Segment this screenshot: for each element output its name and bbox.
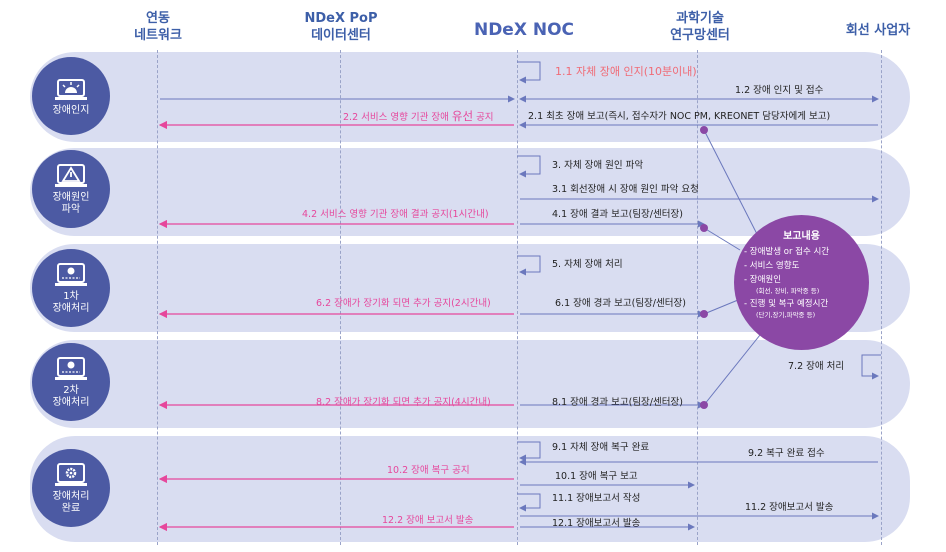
step-5: 5. 자체 장애 처리 [552, 259, 623, 270]
lifeline-line-provider [881, 50, 882, 545]
lifeline-linked-network [157, 50, 158, 545]
header-line-provider: 회선 사업자 [845, 23, 911, 38]
warning-icon [55, 163, 87, 187]
header-kisti: 과학기술 연구망센터 [670, 11, 730, 43]
step-2-2: 2.2 서비스 영향 기관 장애 유선 공지 [343, 110, 494, 124]
step-2-2-post: 공지 [473, 112, 494, 123]
report-item-eta: - 진행 및 복구 예정시간 [744, 299, 829, 309]
step-2-1: 2.1 최초 장애 보고(즉시, 접수자가 NOC PM, KREONET 담당… [528, 111, 831, 122]
phase-band-5 [30, 436, 910, 542]
step-8-1: 8.1 장애 경과 보고(팀장/센터장) [552, 397, 683, 408]
step-2-2-emphasis: 유선 [451, 109, 474, 123]
step-1-1: 1.1 자체 장애 인지(10분이내) [555, 65, 697, 78]
step-7-2: 7.2 장애 처리 [788, 361, 845, 372]
header-ndex-noc: NDeX NOC [473, 20, 575, 40]
phase-label-3: 1차 장애처리 [52, 290, 90, 314]
phase-icon-cause: 장애원인 파악 [32, 150, 110, 228]
step-12-1: 12.1 장애보고서 발송 [552, 518, 641, 529]
phase-label-4: 2차 장애처리 [52, 384, 90, 408]
step-3-1: 3.1 회선장애 시 장애 원인 파악 요청 [552, 184, 699, 195]
step-6-1: 6.1 장애 경과 보고(팀장/센터장) [555, 298, 686, 309]
step-6-2: 6.2 장애가 장기화 되면 추가 공지(2시간내) [316, 298, 491, 309]
step-10-2: 10.2 장애 복구 공지 [387, 465, 470, 476]
report-item-cause: - 장애원인 [744, 275, 782, 285]
header-ndex-pop: NDeX PoP 데이터센터 [304, 11, 378, 43]
step-2-2-pre: 2.2 서비스 영향 기관 장애 [343, 112, 452, 123]
step-10-1: 10.1 장애 복구 보고 [555, 471, 638, 482]
laptop-icon [55, 262, 87, 286]
lifeline-ndex-noc [517, 50, 518, 545]
step-9-2: 9.2 복구 완료 접수 [748, 448, 825, 459]
phase-icon-complete: 장애처리 완료 [32, 449, 110, 527]
report-item-cause-detail: (회선, 장비, 파악중 등) [756, 287, 820, 295]
phase-icon-second-fix: 2차 장애처리 [32, 343, 110, 421]
report-item-time: - 장애발생 or 접수 시간 [744, 247, 830, 257]
step-1-2: 1.2 장애 인지 및 접수 [735, 85, 824, 96]
phase-label-5: 장애처리 완료 [52, 490, 90, 514]
phase-icon-first-fix: 1차 장애처리 [32, 249, 110, 327]
phase-band-4 [30, 340, 910, 428]
lifeline-kisti [697, 50, 698, 545]
laptop-icon [55, 356, 87, 380]
step-12-2: 12.2 장애 보고서 발송 [382, 515, 474, 526]
header-linked-network: 연동 네트워크 [134, 11, 182, 43]
step-8-2: 8.2 장애가 장기화 되면 추가 공지(4시간내) [316, 397, 491, 408]
lifeline-ndex-pop [340, 50, 341, 545]
report-item-eta-detail: (단기,장기,파악중 등) [756, 311, 816, 319]
report-contents-bubble: 보고내용 - 장애발생 or 접수 시간 - 서비스 영향도 - 장애원인 (회… [734, 215, 869, 350]
phase-icon-detect: 장애인지 [32, 57, 110, 135]
report-title: 보고내용 [783, 231, 820, 242]
step-3: 3. 자체 장애 원인 파악 [552, 160, 644, 171]
gear-laptop-icon [55, 462, 87, 486]
step-11-2: 11.2 장애보고서 발송 [745, 502, 834, 513]
alarm-icon [55, 78, 87, 100]
report-item-impact: - 서비스 영향도 [744, 261, 800, 271]
step-9-1: 9.1 자체 장애 복구 완료 [552, 442, 650, 453]
step-4-2: 4.2 서비스 영향 기관 장애 결과 공지(1시간내) [302, 209, 489, 220]
step-11-1: 11.1 장애보고서 작성 [552, 493, 641, 504]
phase-band-2 [30, 148, 910, 236]
phase-label-1: 장애인지 [52, 104, 90, 116]
step-4-1: 4.1 장애 결과 보고(팀장/센터장) [552, 209, 683, 220]
phase-label-2: 장애원인 파악 [52, 191, 90, 215]
